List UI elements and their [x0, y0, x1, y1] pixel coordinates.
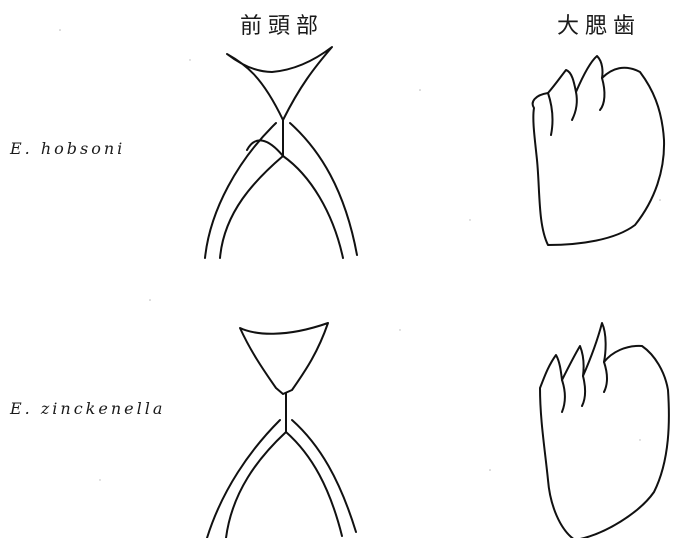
- mandible-zinckenella: [540, 323, 669, 538]
- scan-noise: [59, 29, 661, 480]
- frontal-head-zinckenella: [207, 323, 356, 538]
- mandible-hobsoni: [533, 56, 664, 245]
- frontal-head-hobsoni: [205, 47, 357, 258]
